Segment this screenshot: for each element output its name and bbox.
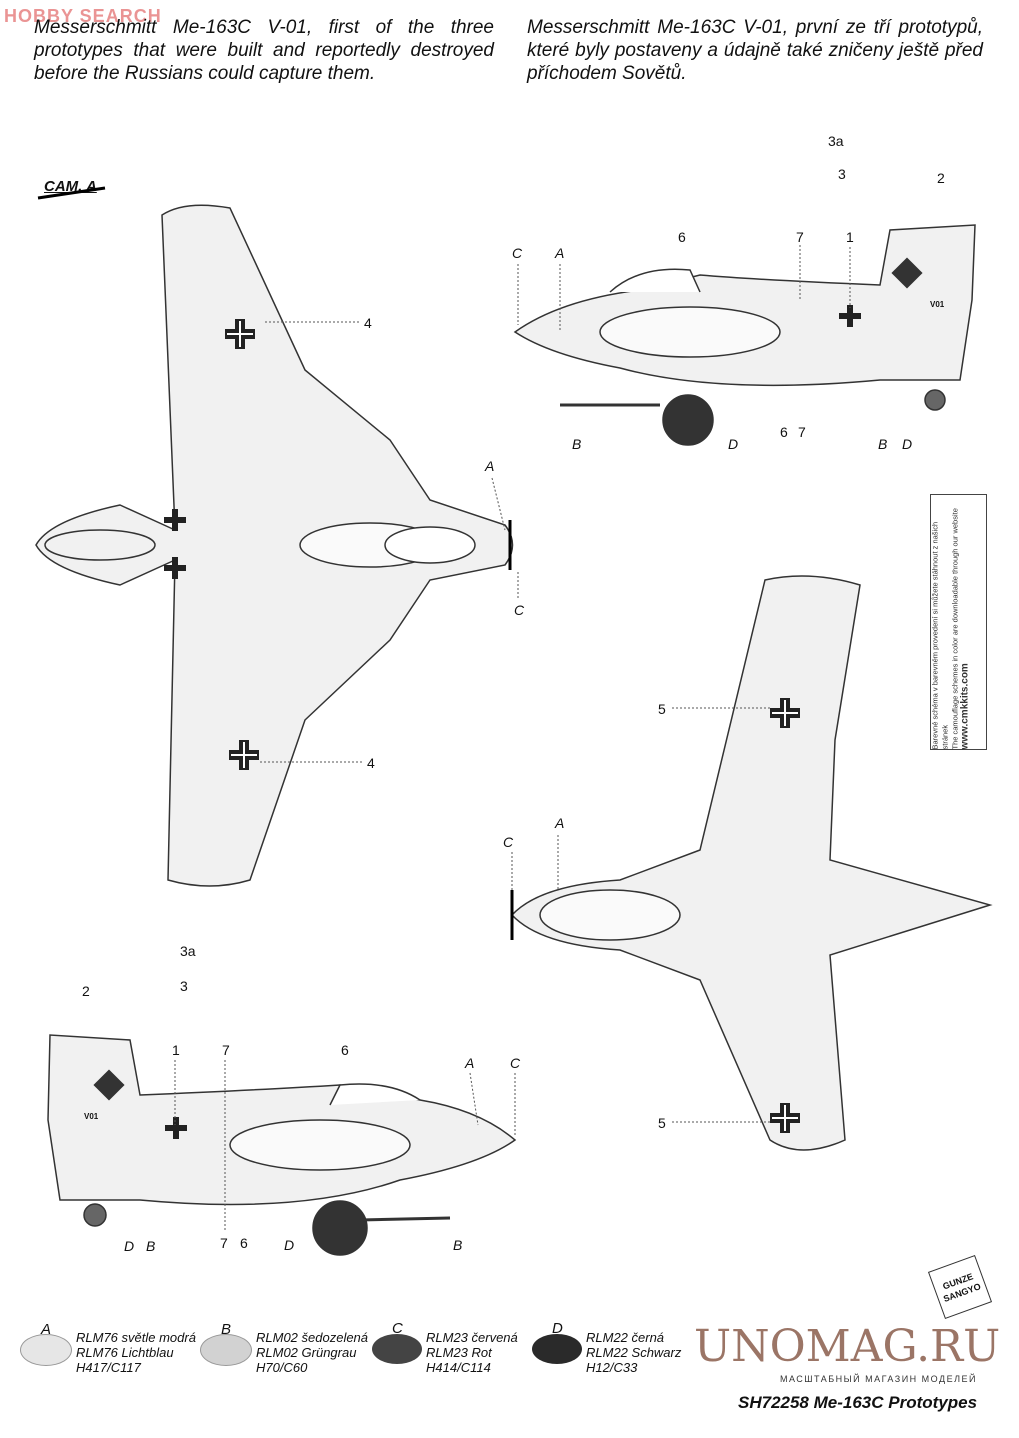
note-czech: Barevné schéma v barevném provedení si m…	[930, 521, 950, 750]
legend-a-line1: RLM76 světle modrá	[76, 1330, 196, 1345]
callout-7-side-l: 7	[222, 1042, 230, 1058]
unomag-watermark: UNOMAG.RU	[694, 1321, 1001, 1372]
legend-letter-b: B	[221, 1321, 232, 1338]
callout-c-underside: C	[503, 834, 514, 850]
caption-english: Messerschmitt Me-163C V-01, first of the…	[34, 17, 494, 84]
product-title: SH72258 Me-163C Prototypes	[738, 1393, 978, 1412]
callout-b-tail-l: B	[146, 1238, 156, 1254]
legend-d-line2: RLM22 Schwarz	[586, 1345, 682, 1360]
tail-code-right: V01	[930, 300, 945, 309]
callout-b-side-l: B	[453, 1237, 463, 1253]
callout-7-lower-side-r: 7	[798, 424, 806, 440]
callout-7-side-r: 7	[796, 229, 804, 245]
callout-c-side-l: C	[510, 1055, 521, 1071]
callout-3-side-r: 3	[838, 166, 846, 182]
callout-a-top: A	[485, 458, 495, 474]
callout-6-lower-side-r: 6	[780, 424, 788, 440]
legend-letter-c: C	[392, 1320, 403, 1337]
callout-4-top: 4	[364, 315, 372, 331]
callout-b-side-r: B	[572, 436, 582, 452]
hobby-search-watermark: HOBBY SEARCH	[4, 6, 162, 26]
callout-5-upper: 5	[658, 701, 666, 717]
note-url[interactable]: www.cmkkits.com	[959, 663, 971, 750]
leader-lines	[174, 245, 851, 1230]
callout-d-side-l: D	[284, 1237, 295, 1253]
tail-code-left: V01	[84, 1112, 99, 1121]
callout-a-underside: A	[555, 815, 565, 831]
unomag-subtitle: МАСШТАБНЫЙ МАГАЗИН МОДЕЛЕЙ	[780, 1374, 977, 1384]
legend-c-line3: H414/C114	[426, 1360, 491, 1375]
callout-d-tail-l: D	[124, 1238, 135, 1254]
callout-3-side-l: 3	[180, 978, 188, 994]
legend-c-line2: RLM23 Rot	[426, 1345, 492, 1360]
side-view-left	[47, 1034, 517, 1256]
callout-c-side-r: C	[512, 245, 523, 261]
callout-6-lower-side-l: 6	[240, 1235, 248, 1251]
callout-6-side-l: 6	[341, 1042, 349, 1058]
callout-a-side-r: A	[555, 245, 565, 261]
legend-c-line1: RLM23 červená	[426, 1330, 518, 1345]
callout-1-side-l: 1	[172, 1042, 180, 1058]
tail-diamond-right	[891, 257, 923, 289]
color-swatch-c: C	[372, 1320, 422, 1364]
callout-c-top: C	[514, 602, 525, 618]
website-note-box: Barevné schéma v barevném provedení si m…	[930, 494, 987, 750]
color-swatch-d: D	[532, 1320, 582, 1364]
color-swatch-a: A	[20, 1321, 72, 1366]
callout-3a-side-r: 3a	[828, 133, 844, 149]
legend-b-line1: RLM02 šedozelená	[256, 1330, 369, 1345]
legend-d-line3: H12/C33	[586, 1360, 638, 1375]
legend-letter-d: D	[552, 1320, 563, 1337]
callout-6-side-r: 6	[678, 229, 686, 245]
legend-letter-a: A	[41, 1321, 52, 1338]
side-view-right	[513, 224, 976, 446]
callout-4-bottom: 4	[367, 755, 375, 771]
callout-3a-side-l: 3a	[180, 943, 196, 959]
callout-2-side-r: 2	[937, 170, 945, 186]
color-swatch-b: B	[200, 1321, 252, 1366]
callout-d-side-r: D	[728, 436, 739, 452]
legend-d-line1: RLM22 černá	[586, 1330, 665, 1345]
top-view-aircraft	[35, 204, 514, 887]
callout-d-tail-r: D	[902, 436, 913, 452]
callout-2-side-l: 2	[82, 983, 90, 999]
callout-5-lower: 5	[658, 1115, 666, 1131]
caption-czech: Messerschmitt Me-163C V-01, první ze tří…	[527, 17, 983, 84]
underside-view-aircraft	[510, 575, 993, 1151]
callout-b-tail-r: B	[878, 436, 888, 452]
callout-7-lower-side-l: 7	[220, 1235, 228, 1251]
legend-a-line2: RLM76 Lichtblau	[76, 1345, 174, 1360]
callout-a-side-l: A	[465, 1055, 475, 1071]
callout-1-side-r: 1	[846, 229, 854, 245]
legend-b-line3: H70/C60	[256, 1360, 308, 1375]
legend-a-line3: H417/C117	[76, 1360, 141, 1375]
legend-b-line2: RLM02 Grüngrau	[256, 1345, 357, 1360]
